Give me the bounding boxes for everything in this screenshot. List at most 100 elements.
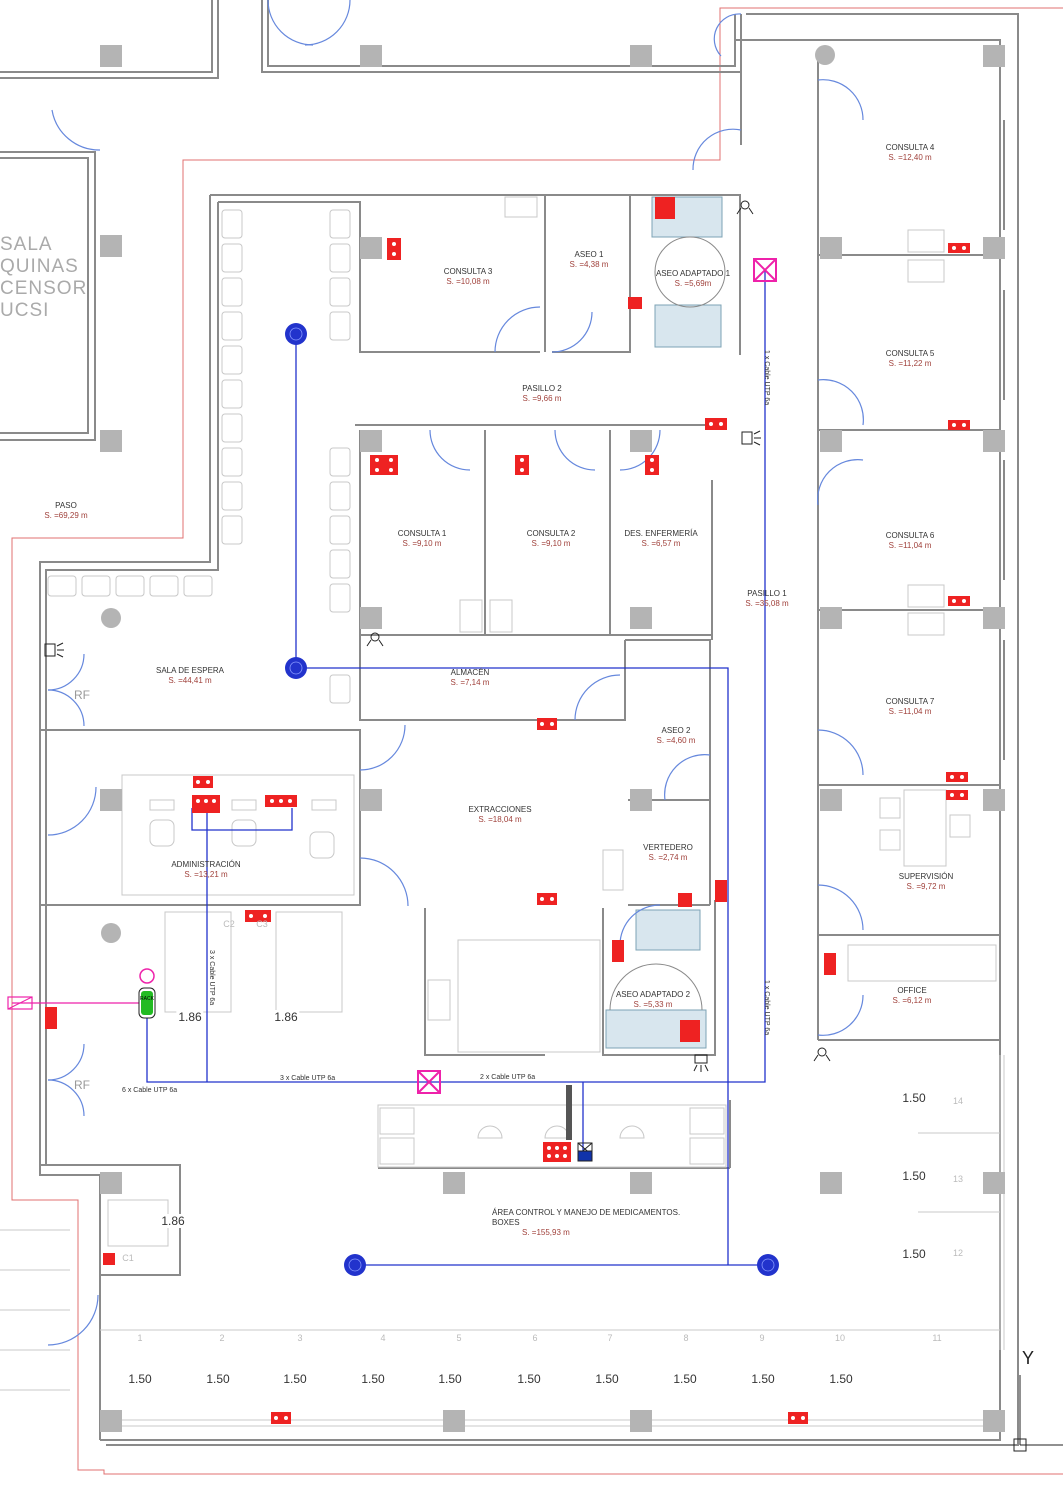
room-area: S. =155,93 m: [522, 1228, 570, 1237]
box-number: 1: [137, 1333, 143, 1343]
turning-circle-2: [609, 963, 703, 1011]
room-area: S. =11,04 m: [888, 707, 932, 716]
machine-room-line: QUINAS: [0, 256, 79, 277]
rack: [138, 968, 156, 1019]
columns: [100, 45, 1005, 1432]
cable-label: 6 x Cable UTP 6a: [122, 1087, 178, 1094]
cable-label: 1 x Cable UTP 6a: [763, 350, 770, 406]
room-area: S. =44,41 m: [168, 676, 212, 685]
box-number: 6: [532, 1333, 538, 1343]
room-name: ASEO ADAPTADO 2: [615, 990, 691, 999]
box-dimension: 1.50: [593, 1372, 621, 1386]
box-dimension: 1.50: [671, 1372, 699, 1386]
room-area: S. =9,72 m: [906, 882, 946, 891]
room-name: ASEO ADAPTADO 1: [655, 269, 731, 278]
box-number: 2: [219, 1333, 225, 1343]
box-dimension: 1.50: [900, 1169, 928, 1183]
box-dimension: 1.50: [900, 1091, 928, 1105]
room-area: S. =4,60 m: [656, 736, 696, 745]
outlet-marks: [196, 242, 966, 1420]
walls: [0, 0, 1019, 1446]
room-name: VERTEDERO: [643, 843, 693, 852]
box-dimension: 1.50: [204, 1372, 232, 1386]
room-area: S. =5,69m: [674, 279, 712, 288]
room-area: S. =11,04 m: [888, 541, 932, 550]
room-name: CONSULTA 1: [397, 529, 447, 538]
bed-dimension: 1.86: [159, 1214, 187, 1228]
fire-door-label: RF: [74, 1078, 90, 1092]
room-name: CONSULTA 6: [885, 531, 935, 540]
bed-dimension: 1.86: [272, 1010, 300, 1024]
rack-label: RACK: [140, 996, 154, 1002]
wet-areas: [605, 196, 723, 1049]
room-area: S. =11,22 m: [888, 359, 932, 368]
box-dimension: 1.50: [359, 1372, 387, 1386]
box-number: 9: [759, 1333, 765, 1343]
bed-label: C1: [122, 1253, 134, 1263]
room-name: CONSULTA 3: [443, 267, 493, 276]
room-name: DES. ENFERMERÍA: [624, 529, 698, 538]
room-label-area-control: ÁREA CONTROL Y MANEJO DE MEDICAMENTOS. B…: [492, 1208, 702, 1238]
bed-label: C3: [256, 919, 268, 929]
room-area: S. =5,33 m: [633, 1000, 673, 1009]
access-points: [285, 323, 779, 1276]
room-name: CONSULTA 7: [885, 697, 935, 706]
box-dimension: 1.50: [749, 1372, 777, 1386]
axis-marker: [1013, 1375, 1063, 1452]
room-name: CONSULTA 5: [885, 349, 935, 358]
room-name: ASEO 2: [661, 726, 691, 735]
room-name: ÁREA CONTROL Y MANEJO DE MEDICAMENTOS. B…: [492, 1208, 681, 1227]
y-axis-label: Y: [1022, 1348, 1035, 1368]
turning-circle: [654, 236, 726, 308]
room-area: S. =2,74 m: [648, 853, 688, 862]
room-name: PASILLO 1: [747, 589, 787, 598]
box-number: 11: [932, 1333, 942, 1343]
room-name: CONSULTA 2: [526, 529, 576, 538]
room-name: ASEO 1: [574, 250, 604, 259]
machine-room-line: SALA: [0, 234, 53, 255]
box-number: 4: [380, 1333, 386, 1343]
box-number: 7: [607, 1333, 613, 1343]
phone-device: [577, 1150, 593, 1162]
box-dimension: 1.50: [515, 1372, 543, 1386]
room-name: ALMACÉN: [450, 668, 490, 677]
cable-label: 1 x Cable UTP 6a: [763, 980, 770, 1036]
room-area: S. =10,08 m: [446, 277, 490, 286]
room-area: S. =18,04 m: [478, 815, 522, 824]
bed-label: C2: [223, 919, 235, 929]
room-area: S. =35,08 m: [745, 599, 789, 608]
bed-dimension: 1.86: [176, 1010, 204, 1024]
fire-door-label: RF: [74, 688, 90, 702]
room-area: S. =4,38 m: [569, 260, 609, 269]
circular-columns: [101, 45, 835, 943]
furniture-outlines: [0, 196, 1005, 1427]
network-cables: [146, 270, 768, 1266]
room-area: S. =9,66 m: [522, 394, 562, 403]
room-name: PASILLO 2: [522, 384, 562, 393]
box-number: 8: [683, 1333, 689, 1343]
box-dimension: 1.50: [900, 1247, 928, 1261]
room-name: ADMINISTRACIÓN: [171, 860, 241, 869]
room-name: CONSULTA 4: [885, 143, 935, 152]
box-dimension: 1.50: [126, 1372, 154, 1386]
cable-label: 2 x Cable UTP 6a: [480, 1074, 536, 1081]
